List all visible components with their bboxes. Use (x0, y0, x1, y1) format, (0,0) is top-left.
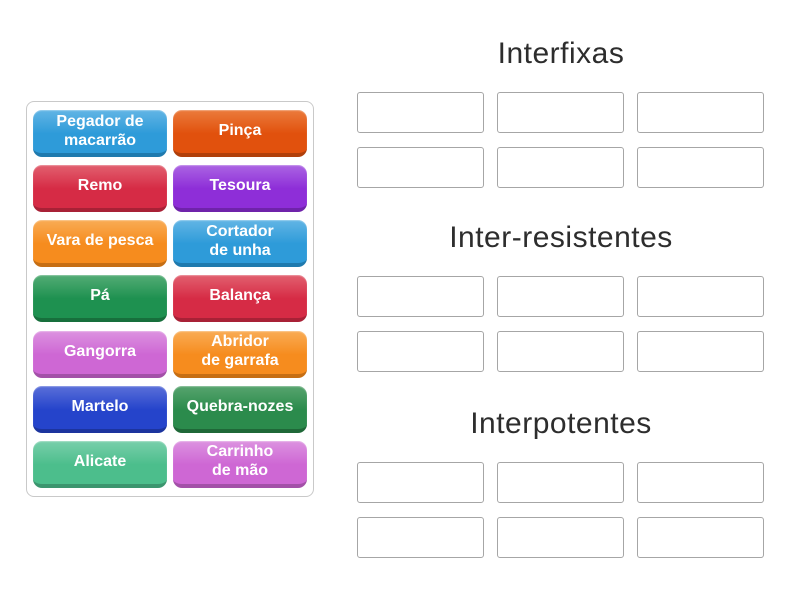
drag-tile-tesoura[interactable]: Tesoura (173, 165, 307, 213)
drop-slot-interfixas-3[interactable] (637, 92, 764, 133)
drop-slot-inter-resistentes-4[interactable] (357, 331, 484, 372)
group-interfixas: Interfixas (357, 30, 765, 188)
group-title-interfixas: Interfixas (497, 37, 625, 70)
drag-tile-cortador-de-unha[interactable]: Cortador de unha (173, 220, 307, 268)
drag-tile-pinca[interactable]: Pinça (173, 110, 307, 157)
drop-slot-inter-resistentes-1[interactable] (357, 276, 484, 317)
group-slots-interfixas (357, 92, 765, 188)
drag-tile-pegador-de-macarrao[interactable]: Pegador de macarrão (33, 110, 167, 157)
drop-slot-interpotentes-4[interactable] (357, 517, 484, 558)
group-title-interpotentes: Interpotentes (470, 407, 652, 440)
drag-tile-abridor-de-garrafa[interactable]: Abridor de garrafa (173, 330, 307, 378)
drag-tile-carrinho-de-mao[interactable]: Carrinho de mão (173, 440, 307, 488)
drag-tile-martelo[interactable]: Martelo (33, 385, 167, 433)
drop-slot-interfixas-6[interactable] (637, 147, 764, 188)
group-title-inter-resistentes: Inter-resistentes (449, 221, 673, 254)
drop-slot-interpotentes-3[interactable] (637, 462, 764, 503)
drag-tile-quebra-nozes[interactable]: Quebra-nozes (173, 385, 307, 433)
drop-slot-interpotentes-5[interactable] (497, 517, 624, 558)
drop-slot-interfixas-2[interactable] (497, 92, 624, 133)
drop-slot-inter-resistentes-2[interactable] (497, 276, 624, 317)
group-inter-resistentes: Inter-resistentes (357, 214, 765, 372)
drag-tile-pa[interactable]: Pá (33, 275, 167, 323)
drag-tile-gangorra[interactable]: Gangorra (33, 330, 167, 378)
group-slots-interpotentes (357, 462, 765, 558)
drag-tile-alicate[interactable]: Alicate (33, 440, 167, 488)
drop-slot-interfixas-4[interactable] (357, 147, 484, 188)
drag-tile-vara-de-pesca[interactable]: Vara de pesca (33, 220, 167, 268)
drop-slot-inter-resistentes-6[interactable] (637, 331, 764, 372)
drop-slot-interpotentes-2[interactable] (497, 462, 624, 503)
drag-tile-balanca[interactable]: Balança (173, 275, 307, 323)
drag-tile-remo[interactable]: Remo (33, 165, 167, 213)
drop-slot-interpotentes-6[interactable] (637, 517, 764, 558)
drop-slot-interfixas-5[interactable] (497, 147, 624, 188)
drop-slot-inter-resistentes-3[interactable] (637, 276, 764, 317)
group-interpotentes: Interpotentes (357, 400, 765, 558)
group-slots-inter-resistentes (357, 276, 765, 372)
drop-slot-interpotentes-1[interactable] (357, 462, 484, 503)
drop-slot-interfixas-1[interactable] (357, 92, 484, 133)
drop-slot-inter-resistentes-5[interactable] (497, 331, 624, 372)
